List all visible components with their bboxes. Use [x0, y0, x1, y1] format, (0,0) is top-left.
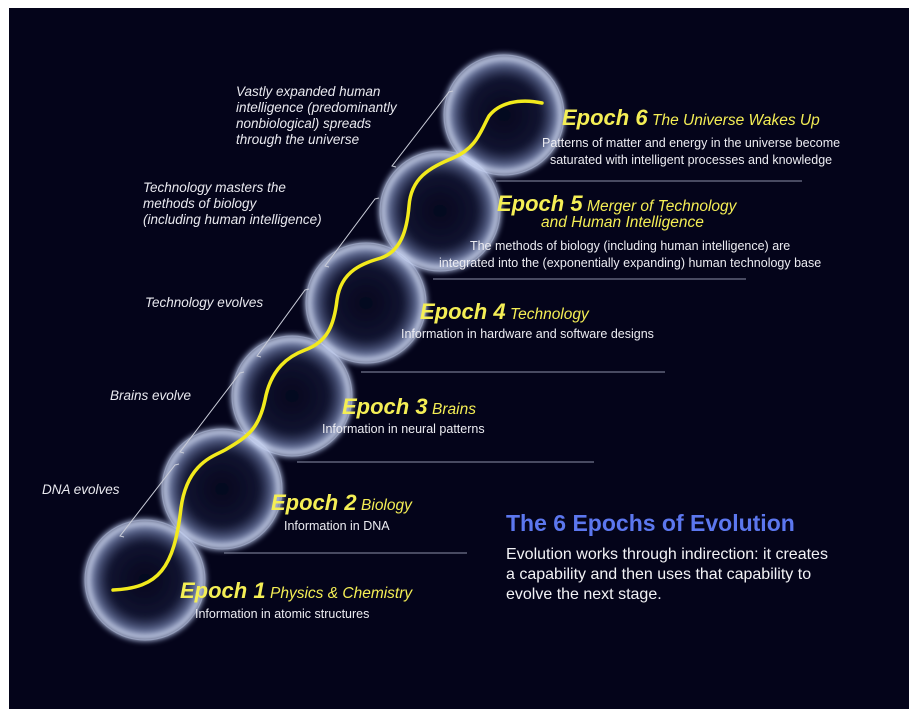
transition-line: nonbiological) spreads: [236, 116, 372, 131]
summary-line: a capability and then uses that capabili…: [506, 566, 812, 583]
transition-line: through the universe: [236, 132, 360, 147]
epoch-1-label: Epoch 1: [180, 578, 266, 603]
epoch-2-label: Epoch 2: [271, 490, 357, 515]
epoch-5-description-line: integrated into the (exponentially expan…: [439, 256, 822, 270]
epoch-3-label: Epoch 3: [342, 394, 428, 419]
epoch-2-description: Information in DNA: [284, 519, 390, 533]
epoch-2-bubble: [158, 425, 286, 553]
bubble-glow: [376, 147, 504, 275]
bubble-glow: [302, 239, 430, 367]
transition-line: Technology masters the: [143, 180, 286, 195]
bubble-rim: [443, 54, 565, 176]
bubble-rim: [161, 428, 283, 550]
epoch-5-bubble: [376, 147, 504, 275]
transition-line: intelligence (predominantly: [236, 100, 397, 115]
epoch-5-subtitle: Merger of Technology: [587, 198, 737, 215]
epoch-3-bubble: [228, 332, 356, 460]
transition-label-technology-evolves: Technology evolves: [145, 295, 263, 311]
epoch-5-subtitle-2: and Human Intelligence: [541, 214, 704, 231]
transition-label-dna-evolves: DNA evolves: [42, 482, 120, 498]
bubble-glow: [158, 425, 286, 553]
bubble-rim: [305, 242, 427, 364]
epoch-2-subtitle: Biology: [361, 497, 412, 514]
transition-bracket: [324, 197, 380, 268]
evolution-curve: [111, 99, 544, 592]
epoch-6-description: Patterns of matter and energy in the uni…: [542, 135, 840, 169]
transition-bracket: [391, 90, 454, 168]
epoch-5-heading: Epoch 5 Merger of Technology: [497, 191, 736, 217]
epoch-1-subtitle: Physics & Chemistry: [270, 585, 413, 602]
epoch-5-label: Epoch 5: [497, 191, 583, 216]
epoch-4-bubble: [302, 239, 430, 367]
epoch-3-description: Information in neural patterns: [322, 422, 485, 436]
epoch-4-label: Epoch 4: [420, 299, 506, 324]
transition-line: (including human intelligence): [143, 212, 322, 227]
bubble-glow: [81, 516, 209, 644]
epoch-5-subtitle-line-2: and Human Intelligence: [541, 214, 704, 232]
transition-bracket: [179, 371, 245, 454]
transition-line: methods of biology: [143, 196, 257, 211]
transition-label-technology-masters-biology: Technology masters the methods of biolog…: [143, 180, 322, 228]
epoch-6-subtitle: The Universe Wakes Up: [652, 112, 820, 129]
summary-title: The 6 Epochs of Evolution: [506, 510, 795, 536]
bubble-rim: [379, 150, 501, 272]
epoch-6-heading: Epoch 6 The Universe Wakes Up: [562, 105, 820, 131]
epoch-1-description: Information in atomic structures: [195, 607, 370, 621]
bubble-rim: [231, 335, 353, 457]
transition-bracket: [119, 463, 180, 538]
epoch-1-bubble: [81, 516, 209, 644]
transition-line: Brains evolve: [110, 388, 192, 403]
epoch-4-description: Information in hardware and software des…: [401, 327, 654, 341]
summary-line: Evolution works through indirection: it …: [506, 546, 828, 563]
bubble-rim: [84, 519, 206, 641]
transition-bracket: [256, 288, 310, 358]
epoch-6-label: Epoch 6: [562, 105, 648, 130]
epochs-artwork: [81, 51, 802, 644]
summary-line: evolve the next stage.: [506, 586, 662, 603]
summary-body: Evolution works through indirection: it …: [506, 545, 828, 605]
epoch-6-description-line: Patterns of matter and energy in the uni…: [542, 136, 841, 150]
epoch-3-heading: Epoch 3 Brains: [342, 394, 476, 420]
bubble-glow: [228, 332, 356, 460]
transition-line: DNA evolves: [42, 482, 120, 497]
epoch-4-subtitle: Technology: [510, 306, 589, 323]
epoch-6-description-line: saturated with intelligent processes and…: [549, 153, 833, 167]
diagram-canvas: DNA evolves Brains evolve Technology evo…: [9, 8, 909, 709]
epoch-4-heading: Epoch 4 Technology: [420, 299, 589, 325]
epoch-2-heading: Epoch 2 Biology: [271, 490, 412, 516]
epoch-3-subtitle: Brains: [432, 401, 476, 418]
transition-line: Vastly expanded human: [236, 84, 381, 99]
transition-label-brains-evolve: Brains evolve: [110, 388, 191, 404]
transition-label-intelligence-spreads: Vastly expanded human intelligence (pred…: [236, 84, 397, 148]
transition-line: Technology evolves: [145, 295, 264, 310]
epoch-5-description-line: The methods of biology (including human …: [469, 239, 791, 253]
epoch-5-description: The methods of biology (including human …: [439, 238, 821, 272]
epoch-1-heading: Epoch 1 Physics & Chemistry: [180, 578, 412, 604]
